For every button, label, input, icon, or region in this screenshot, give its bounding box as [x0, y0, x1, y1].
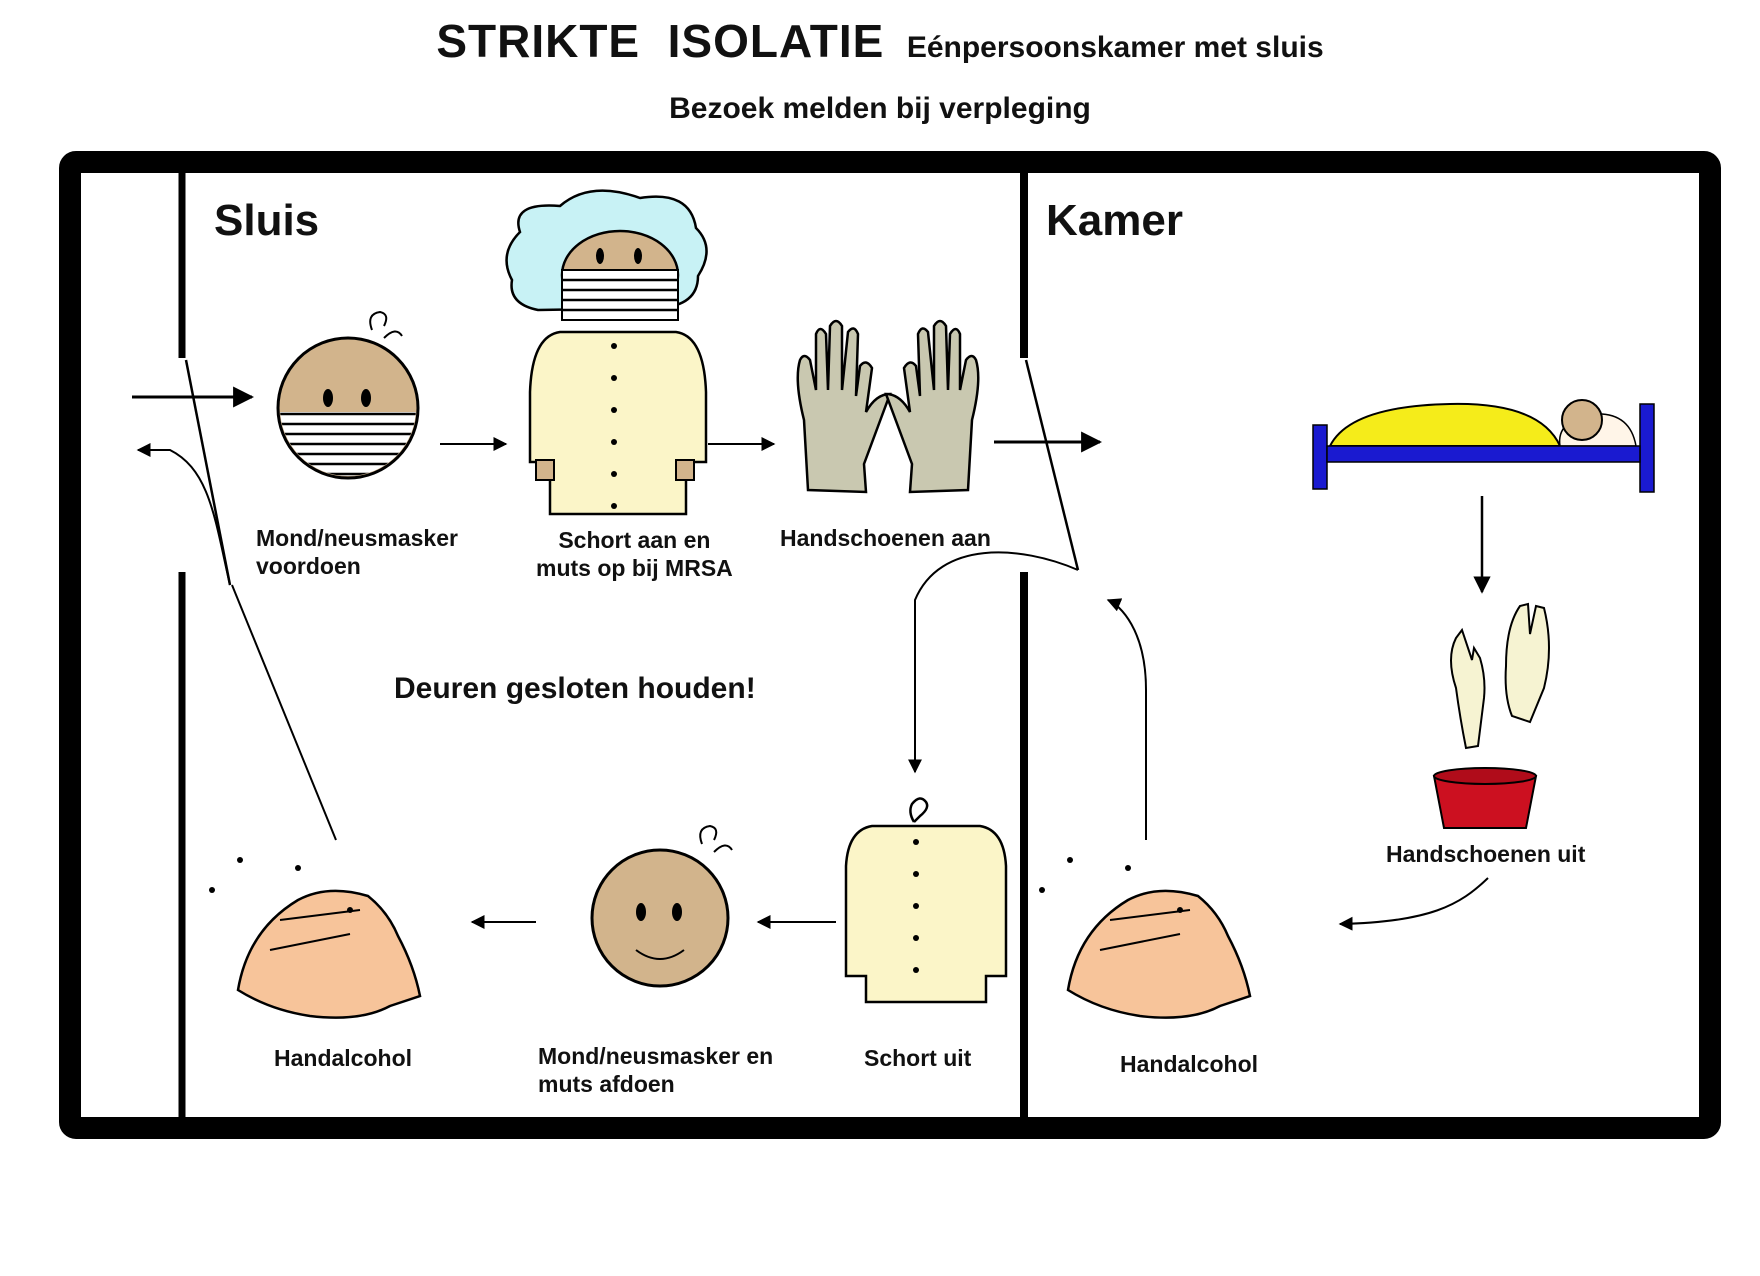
label-gown-off: Schort uit: [864, 1045, 972, 1071]
visit-notice: Bezoek melden bij verpleging: [669, 92, 1091, 125]
label-gloves-off: Handschoenen uit: [1386, 841, 1586, 867]
gown-hanger-icon: [844, 797, 1008, 1004]
title-row: STRIKTE ISOLATIE Eénpersoonskamer met sl…: [0, 14, 1760, 68]
mask-face-icon: [276, 310, 420, 480]
label-hand-alcohol-sluis: Handalcohol: [274, 1045, 413, 1071]
outer-frame: [59, 151, 1721, 1139]
label-mask-on: Mond/neusmasker voordoen: [256, 525, 458, 579]
label-gloves-on: Handschoenen aan: [780, 525, 991, 551]
gown-cap-icon: [505, 189, 708, 516]
room-door: [1024, 359, 1080, 571]
label-mask-off: Mond/neusmasker en muts afdoen: [538, 1043, 774, 1097]
label-gown-on: Schort aan en muts op bij MRSA: [536, 527, 733, 581]
arrow-gloves-to-alcohol: [1338, 877, 1489, 931]
arrow-alcohol-up: [1106, 598, 1147, 840]
page-title: STRIKTE ISOLATIE: [436, 15, 885, 67]
gloves-icon: [796, 319, 980, 494]
gloves-off-icon: [1450, 602, 1550, 750]
arrow-to-gown-off: [908, 551, 1079, 774]
exit-arrow: [136, 443, 231, 586]
bed-patient-icon: [1312, 399, 1655, 493]
smiling-face-icon: [590, 824, 733, 988]
doors-closed-warning: Deuren gesloten houden!: [394, 672, 756, 705]
hand-alcohol-icon: [209, 857, 422, 1019]
arrow-alcohol-to-exit: [231, 584, 337, 841]
room-label-sluis: Sluis: [214, 196, 320, 245]
room-label-kamer: Kamer: [1046, 196, 1183, 245]
label-hand-alcohol-room: Handalcohol: [1120, 1051, 1259, 1077]
basin-icon: [1432, 767, 1538, 829]
page-subtitle: Eénpersoonskamer met sluis: [906, 31, 1324, 64]
hand-alcohol-icon: [1039, 857, 1252, 1019]
